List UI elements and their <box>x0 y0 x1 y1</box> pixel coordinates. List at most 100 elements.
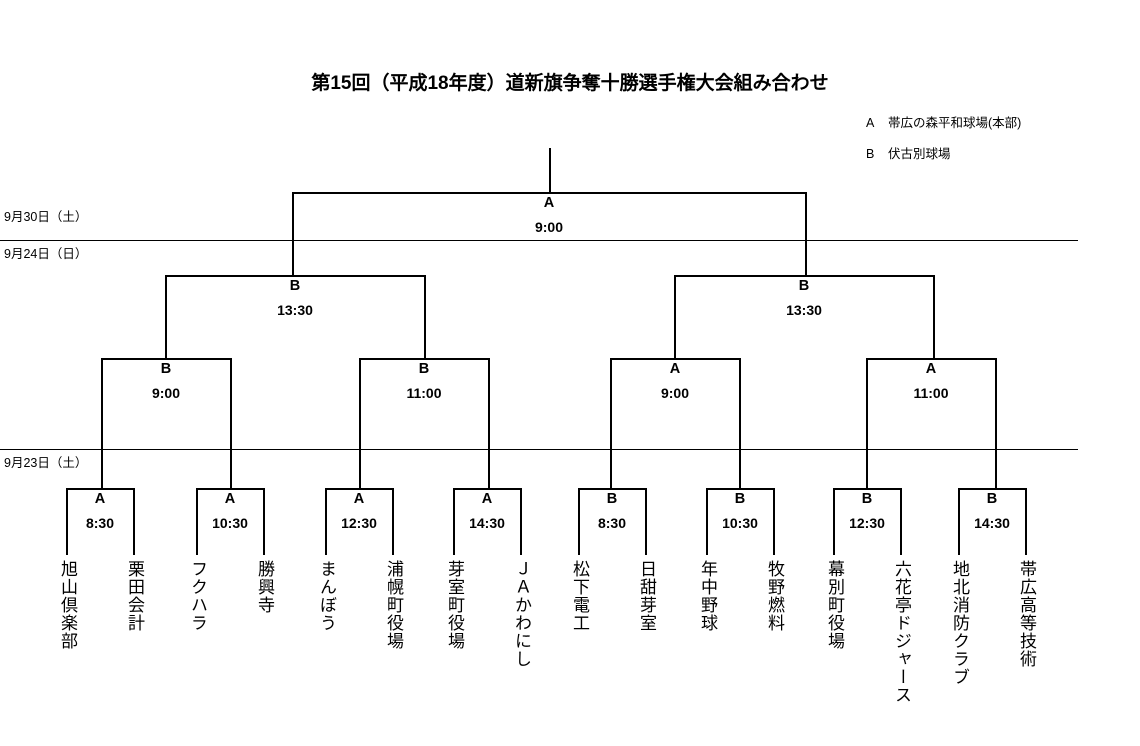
date-label-sep30: 9月30日（土） <box>4 210 88 224</box>
round1-match-6-leg-left <box>706 488 708 555</box>
match-round1-6: B 10:30 <box>690 492 790 530</box>
quarterfinal-2-connector-horizontal <box>359 358 489 360</box>
venue-legend: A 帯広の森平和球場(本部) B 伏古別球場 <box>866 112 1021 174</box>
date-label-sep23: 9月23日（土） <box>4 456 88 470</box>
final-connector-horizontal <box>292 192 807 194</box>
round1-match-2-connector-horizontal <box>196 488 264 490</box>
round1-match-1-leg-left <box>66 488 68 555</box>
quarterfinal-2-leg-left <box>359 358 361 488</box>
final-leg-left <box>292 192 294 276</box>
match-round1-4-venue: A <box>481 491 493 507</box>
match-round1-5-venue: B <box>606 491 618 507</box>
semifinal-right-leg-left <box>674 275 676 359</box>
match-round1-7: B 12:30 <box>817 492 917 530</box>
match-round1-1-venue: A <box>94 491 106 507</box>
legend-key-a: A <box>866 116 875 130</box>
round1-match-4-leg-right <box>520 488 522 555</box>
match-quarterfinal-4-venue: A <box>925 361 937 377</box>
final-leg-right <box>805 192 807 276</box>
quarterfinal-4-connector-horizontal <box>866 358 996 360</box>
match-round1-3-time: 12:30 <box>341 514 377 531</box>
match-round1-1: A 8:30 <box>50 492 150 530</box>
team-name-1: 旭山倶楽部 <box>58 560 78 650</box>
round1-match-4-leg-left <box>453 488 455 555</box>
quarterfinal-3-leg-right <box>739 358 741 488</box>
match-round1-4: A 14:30 <box>437 492 537 530</box>
round1-match-4-connector-horizontal <box>453 488 521 490</box>
round1-match-2-leg-right <box>263 488 265 555</box>
team-name-7: 芽室町役場 <box>445 560 465 650</box>
round1-match-5-connector-horizontal <box>578 488 646 490</box>
round1-match-7-leg-right <box>900 488 902 555</box>
quarterfinal-3-connector-horizontal <box>610 358 740 360</box>
match-semifinal-right-time: 13:30 <box>786 301 822 318</box>
round1-match-1-connector-horizontal <box>66 488 134 490</box>
page-title: 第15回（平成18年度）道新旗争奪十勝選手権大会組み合わせ <box>311 73 829 94</box>
round1-match-8-connector-horizontal <box>958 488 1026 490</box>
match-semifinal-left-venue: B <box>289 278 301 294</box>
match-quarterfinal-2-venue: B <box>418 361 430 377</box>
legend-row-b: B 伏古別球場 <box>866 143 1021 162</box>
quarterfinal-1-leg-right <box>230 358 232 488</box>
round1-match-5-leg-right <box>645 488 647 555</box>
match-round1-2-venue: A <box>224 491 236 507</box>
round1-match-3-connector-horizontal <box>325 488 393 490</box>
team-name-2: 栗田会計 <box>125 560 145 632</box>
legend-row-a: A 帯広の森平和球場(本部) <box>866 112 1021 131</box>
match-round1-6-venue: B <box>734 491 746 507</box>
match-semifinal-right: B 13:30 <box>754 279 854 317</box>
round1-match-8-leg-left <box>958 488 960 555</box>
team-name-9: 松下電工 <box>570 560 590 632</box>
match-quarterfinal-2-time: 11:00 <box>406 384 442 401</box>
team-name-5: まんぼう <box>317 560 337 632</box>
match-quarterfinal-3-time: 9:00 <box>660 384 690 401</box>
match-final-time: 9:00 <box>534 218 564 235</box>
round1-match-3-leg-right <box>392 488 394 555</box>
quarterfinal-4-leg-right <box>995 358 997 488</box>
round1-match-6-leg-right <box>773 488 775 555</box>
team-name-12: 牧野燃料 <box>765 560 785 632</box>
champion-stem-line <box>549 148 551 193</box>
date-divider-sep24 <box>0 240 1078 241</box>
date-label-sep24: 9月24日（日） <box>4 247 88 261</box>
match-quarterfinal-1-time: 9:00 <box>151 384 181 401</box>
round1-match-5-leg-left <box>578 488 580 555</box>
match-round1-6-time: 10:30 <box>722 514 758 531</box>
round1-match-7-connector-horizontal <box>833 488 901 490</box>
match-quarterfinal-1-venue: B <box>160 361 172 377</box>
match-round1-7-venue: B <box>861 491 873 507</box>
match-quarterfinal-1: B 9:00 <box>116 362 216 400</box>
match-round1-8-venue: B <box>986 491 998 507</box>
semifinal-left-leg-right <box>424 275 426 359</box>
round1-match-2-leg-left <box>196 488 198 555</box>
legend-value-a: 帯広の森平和球場(本部) <box>888 116 1022 130</box>
match-round1-3-venue: A <box>353 491 365 507</box>
round1-match-7-leg-left <box>833 488 835 555</box>
team-name-14: 六花亭ドジャース <box>892 560 912 704</box>
team-name-3: フクハラ <box>188 560 208 632</box>
team-name-6: 浦幌町役場 <box>384 560 404 650</box>
match-round1-1-time: 8:30 <box>85 514 115 531</box>
match-quarterfinal-3: A 9:00 <box>625 362 725 400</box>
round1-match-6-connector-horizontal <box>706 488 774 490</box>
match-round1-8-time: 14:30 <box>974 514 1010 531</box>
date-divider-sep23 <box>0 449 1078 450</box>
match-round1-2-time: 10:30 <box>212 514 248 531</box>
match-final: A 9:00 <box>499 196 599 234</box>
match-round1-7-time: 12:30 <box>849 514 885 531</box>
quarterfinal-1-connector-horizontal <box>101 358 231 360</box>
semifinal-right-connector-horizontal <box>674 275 934 277</box>
match-quarterfinal-4-time: 11:00 <box>913 384 949 401</box>
round1-match-1-leg-right <box>133 488 135 555</box>
team-name-4: 勝興寺 <box>255 560 275 614</box>
team-name-15: 地北消防クラブ <box>950 560 970 686</box>
match-final-venue: A <box>543 195 555 211</box>
team-name-8: ＪＡかわにし <box>512 560 532 668</box>
match-quarterfinal-2: B 11:00 <box>374 362 474 400</box>
team-name-10: 日甜芽室 <box>637 560 657 632</box>
match-quarterfinal-4: A 11:00 <box>881 362 981 400</box>
semifinal-left-leg-left <box>165 275 167 359</box>
match-quarterfinal-3-venue: A <box>669 361 681 377</box>
legend-key-b: B <box>866 147 875 161</box>
